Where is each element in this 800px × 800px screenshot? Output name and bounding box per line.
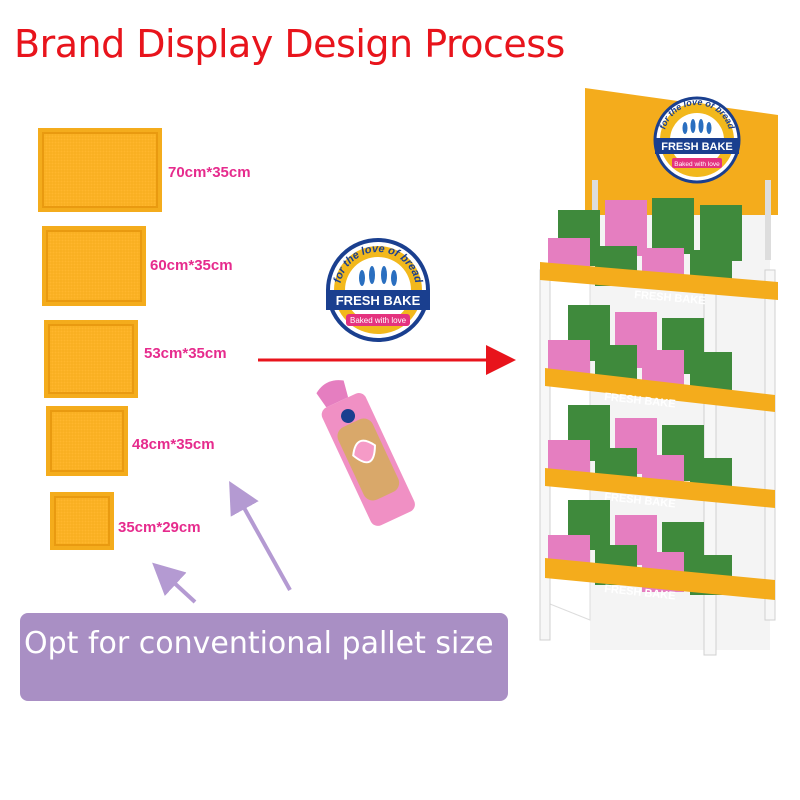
pallet-tray-53x35 <box>44 320 138 398</box>
header-wheat-icon <box>682 119 712 134</box>
shelf-1: FRESH BAKE <box>540 198 778 307</box>
size-label-35x29: 35cm*29cm <box>118 519 201 536</box>
banner-box <box>20 613 508 701</box>
page-title: Brand Display Design Process <box>14 22 565 66</box>
display-stand: for the love of bread FRESH BAKE Baked w… <box>539 88 778 656</box>
purple-arrow-right <box>229 481 292 591</box>
size-label-70x35: 70cm*35cm <box>168 164 251 181</box>
size-label-60x35: 60cm*35cm <box>150 257 233 274</box>
pallet-tray-35x29 <box>50 492 114 550</box>
wheat-icon <box>359 266 397 286</box>
header-logo-brand: FRESH BAKE <box>661 141 733 153</box>
fresh-bake-logo: for the love of bread FRESH BAKE Baked w… <box>326 238 430 342</box>
shelf-3: FRESH BAKE <box>545 405 775 510</box>
shelf-2: FRESH BAKE <box>545 305 775 412</box>
logo-tagline: Baked with love <box>350 316 407 325</box>
pallet-tray-48x35 <box>46 406 128 476</box>
size-label-48x35: 48cm*35cm <box>132 436 215 453</box>
bread-bag <box>316 380 415 526</box>
pallet-tray-60x35 <box>42 226 146 306</box>
shelf-4: FRESH BAKE <box>545 500 775 602</box>
logo-brand-text: FRESH BAKE <box>336 293 421 308</box>
size-label-53x35: 53cm*35cm <box>144 345 227 362</box>
banner-text: Opt for conventional pallet size <box>24 626 494 661</box>
purple-arrow-left <box>152 562 197 604</box>
pallet-tray-70x35 <box>38 128 162 212</box>
header-logo-tagline: Baked with love <box>674 161 720 168</box>
